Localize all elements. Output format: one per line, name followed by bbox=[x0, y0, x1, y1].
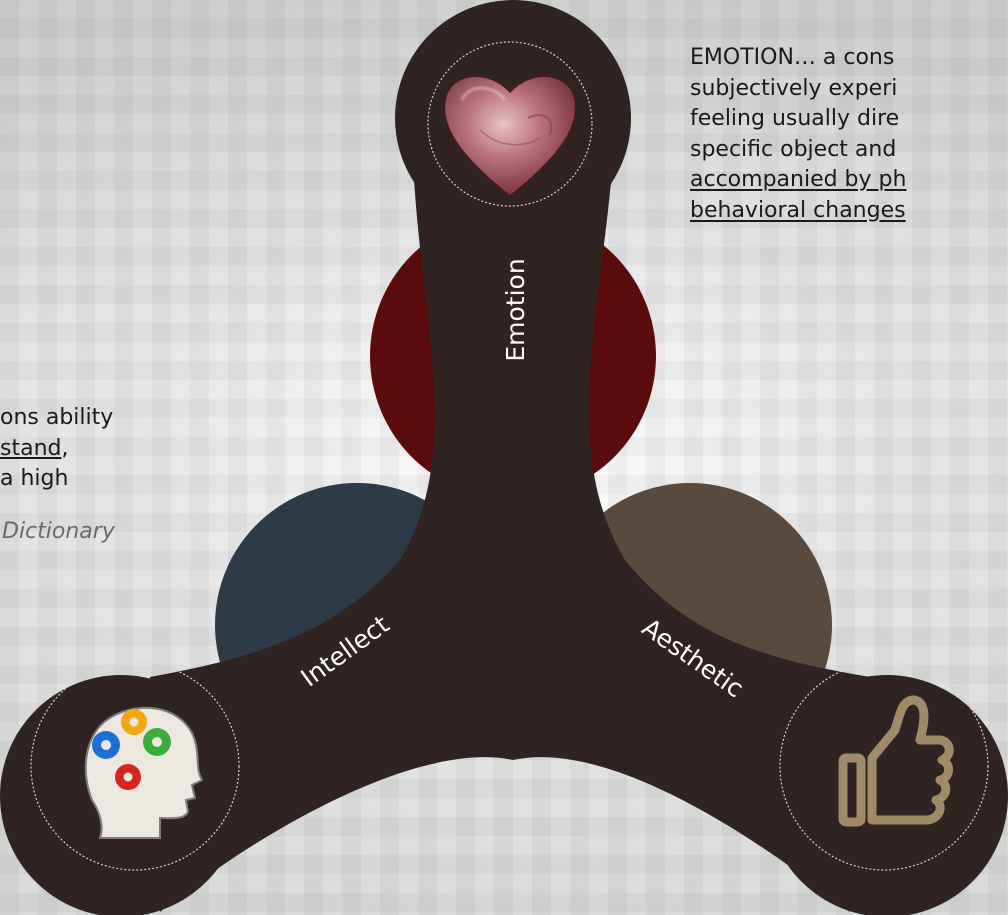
heart-icon bbox=[443, 75, 577, 197]
aesthetic-ring bbox=[779, 661, 989, 871]
emotion-definition-line: feeling usually dire bbox=[690, 106, 900, 131]
emotion-definition: EMOTION… a cons subjectively experi feel… bbox=[690, 43, 906, 226]
intellect-definition-line: stand, bbox=[0, 434, 115, 465]
intellect-ring bbox=[30, 661, 240, 871]
emotion-definition-line: specific object and bbox=[690, 136, 897, 162]
emotion-ring bbox=[427, 41, 593, 207]
branch-label-emotion: Emotion bbox=[501, 258, 530, 361]
intellect-definition-comma: , bbox=[61, 435, 69, 461]
thumbs-up-icon bbox=[838, 695, 954, 827]
head-gears-icon bbox=[84, 706, 204, 839]
dictionary-source: Dictionary bbox=[2, 518, 115, 544]
intellect-definition-line: ons ability bbox=[0, 405, 114, 430]
emotion-definition-line: EMOTION… a cons bbox=[690, 45, 895, 70]
intellect-definition: ons ability stand, a high Dictionary bbox=[0, 403, 115, 547]
emotion-definition-line: subjectively experi bbox=[690, 75, 898, 101]
intellect-definition-underlined-word: stand bbox=[0, 435, 62, 461]
intellect-definition-line: a high bbox=[0, 466, 69, 491]
emotion-definition-underlined-line: accompanied by ph bbox=[690, 167, 907, 192]
emotion-definition-underlined-line: behavioral changes bbox=[690, 197, 906, 223]
